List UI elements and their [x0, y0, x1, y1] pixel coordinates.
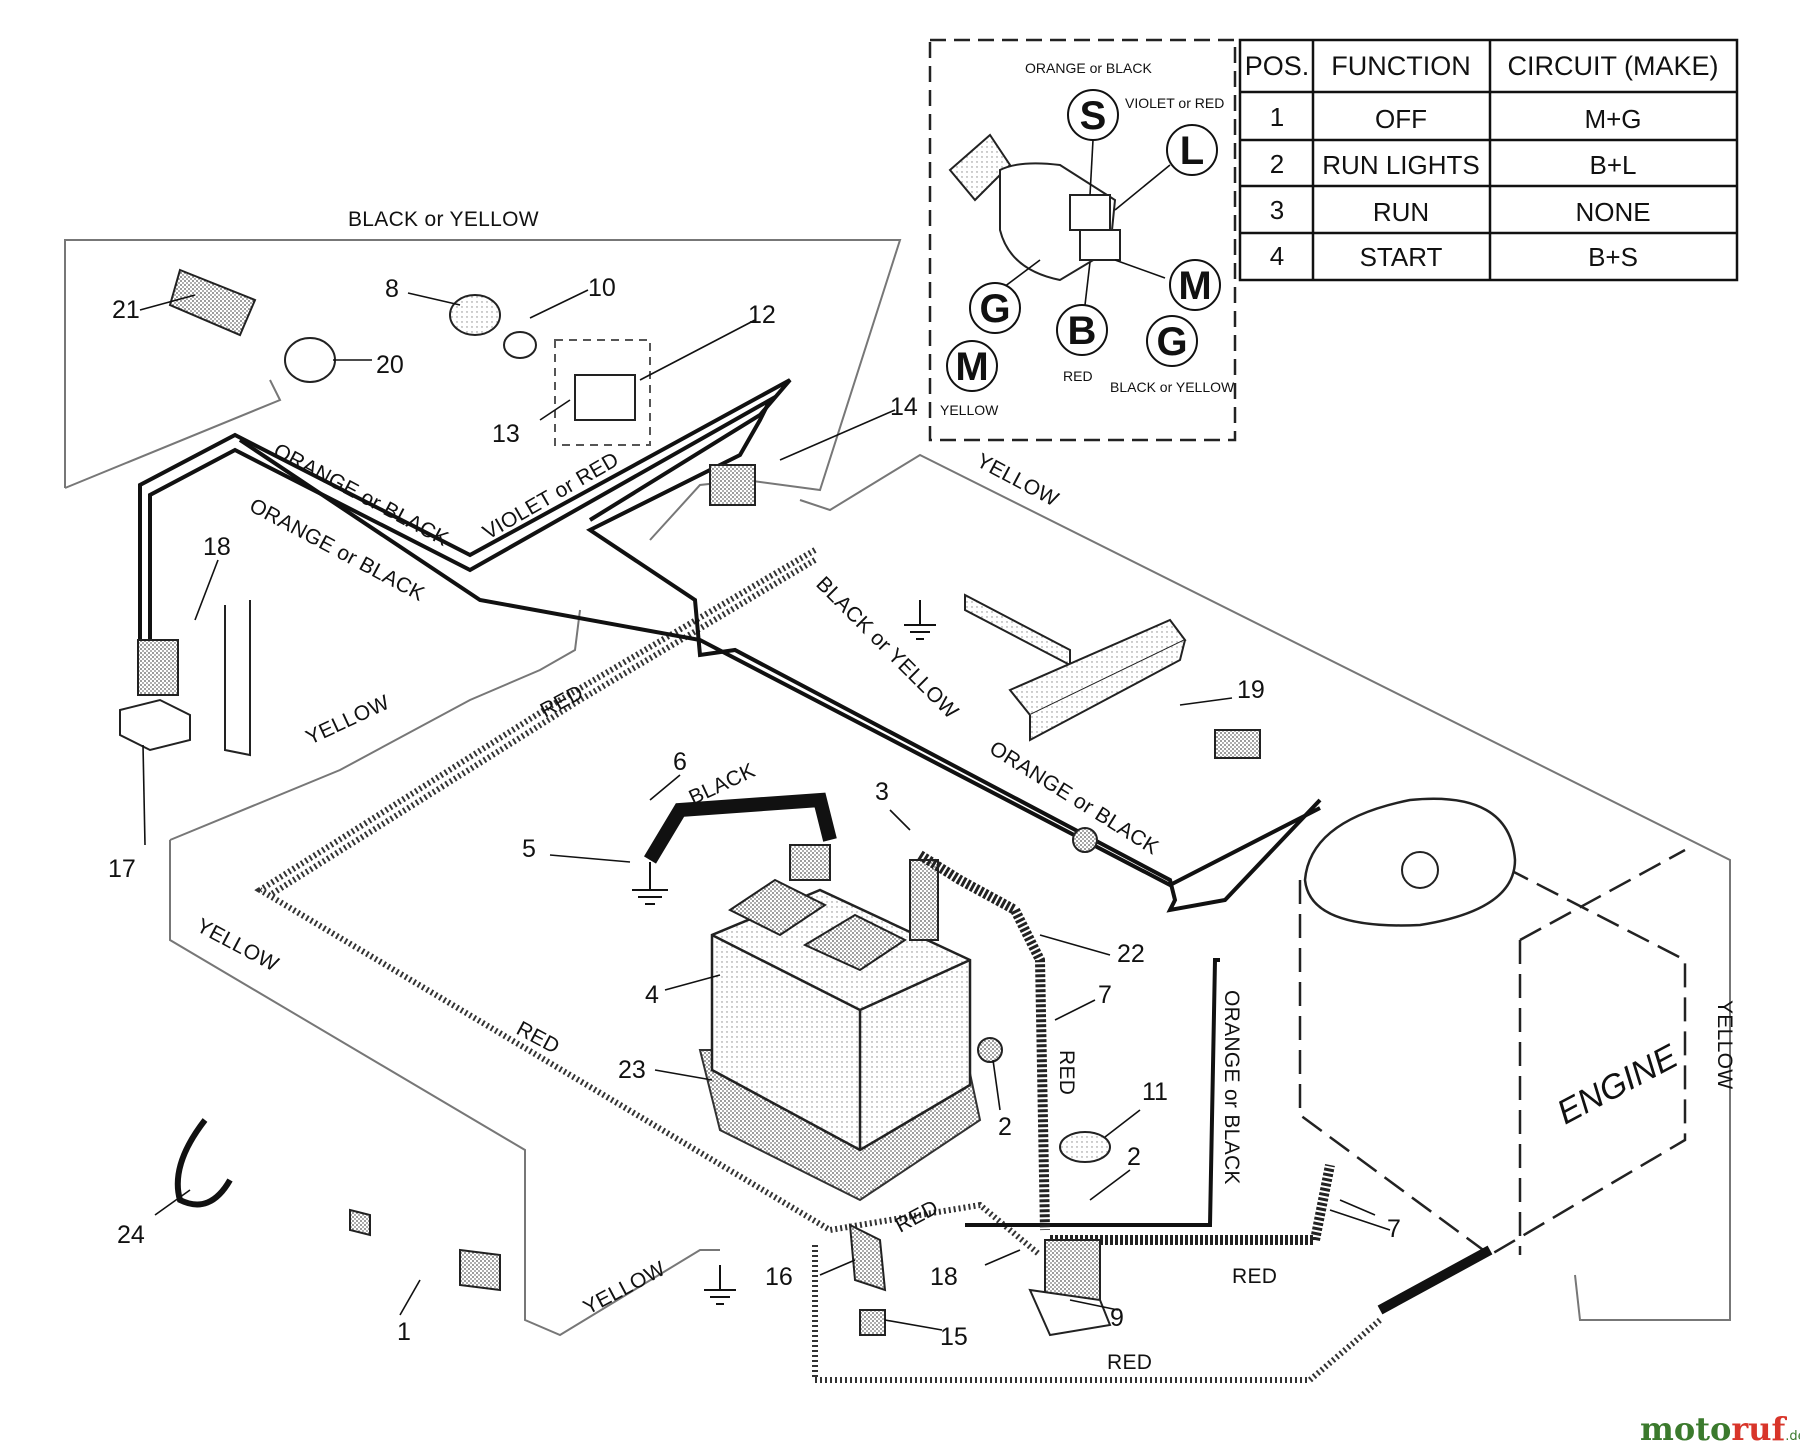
circuit-table: POS. FUNCTION CIRCUIT (MAKE) 1 OFF M+G 2… — [1238, 38, 1739, 282]
left-frame — [64, 379, 282, 489]
watermark-logo: motoruf.de — [1640, 1410, 1800, 1448]
table-row: 3 RUN NONE — [1270, 195, 1651, 227]
table-cell-circuit: B+L — [1590, 150, 1637, 180]
terminal-label-g: BLACK or YELLOW — [1110, 379, 1235, 395]
table-cell-function: RUN LIGHTS — [1322, 150, 1479, 180]
table-cell-pos: 4 — [1270, 241, 1284, 271]
terminal-label-b: RED — [1063, 368, 1093, 384]
table-cell-pos: 1 — [1270, 102, 1284, 132]
watermark-part1: moto — [1640, 1410, 1731, 1448]
terminal-g-left: G — [979, 287, 1010, 331]
part-number-6: 6 — [673, 748, 687, 776]
label-yellow-left: YELLOW — [302, 691, 393, 750]
table-header-pos: POS. — [1245, 51, 1310, 81]
part-number-23: 23 — [618, 1056, 646, 1084]
battery — [698, 844, 982, 1202]
table-cell-circuit: NONE — [1575, 197, 1650, 227]
part-number-14: 14 — [890, 393, 918, 421]
table-row: 2 RUN LIGHTS B+L — [1270, 149, 1637, 180]
orange-black-harness — [138, 378, 1322, 1227]
table-cell-pos: 2 — [1270, 149, 1284, 179]
label-yellow-lower-left: YELLOW — [193, 914, 283, 976]
label-yellow-bottom: YELLOW — [580, 1257, 670, 1319]
terminal-label-s: ORANGE or BLACK — [1025, 60, 1152, 76]
part-number-7: 7 — [1387, 1215, 1401, 1243]
terminal-m-right: M — [1178, 264, 1211, 308]
label-red-vertical: RED — [1055, 1050, 1078, 1095]
part-number-21: 21 — [112, 296, 140, 324]
cable-tie — [174, 1118, 233, 1208]
label-red-bottom-1: RED — [892, 1196, 943, 1238]
table-cell-function: RUN — [1373, 197, 1429, 227]
part-number-10: 10 — [588, 274, 616, 302]
label-yellow-right-vertical: YELLOW — [1713, 1000, 1736, 1089]
terminal-label-l: VIOLET or RED — [1125, 95, 1224, 111]
table-cell-circuit: B+S — [1588, 242, 1638, 272]
svg-text:motoruf.de: motoruf.de — [1640, 1410, 1800, 1448]
part-number-18: 18 — [930, 1263, 958, 1291]
table-cell-pos: 3 — [1270, 195, 1284, 225]
table-header-circuit: CIRCUIT (MAKE) — [1507, 51, 1718, 81]
part-number-22: 22 — [1117, 940, 1145, 968]
part-number-3: 3 — [875, 778, 889, 806]
terminal-g-right: G — [1156, 320, 1187, 364]
part-number-9: 9 — [1110, 1304, 1124, 1332]
label-black-or-yellow-top: BLACK or YELLOW — [348, 208, 539, 231]
terminal-m-left: M — [955, 345, 988, 389]
part-number-2: 2 — [998, 1113, 1012, 1141]
part-number-20: 20 — [376, 351, 404, 379]
part-number-17: 17 — [108, 855, 136, 883]
label-red-bottom-2: RED — [1232, 1265, 1277, 1288]
bracket — [964, 593, 1261, 759]
part-number-5: 5 — [522, 835, 536, 863]
outline-harness — [64, 239, 1731, 1337]
part-number-8: 8 — [385, 275, 399, 303]
terminal-l: L — [1180, 129, 1204, 173]
table-cell-function: OFF — [1375, 104, 1427, 134]
table-row: 1 OFF M+G — [1270, 102, 1642, 134]
part-number-7: 7 — [1098, 981, 1112, 1009]
battery-black-cable — [643, 792, 837, 864]
engine-cable — [1377, 1245, 1493, 1315]
terminal-b: B — [1068, 309, 1097, 353]
table-header-function: FUNCTION — [1331, 51, 1470, 81]
label-orange-or-black-vertical: ORANGE or BLACK — [1220, 990, 1243, 1185]
solenoid — [349, 827, 1112, 1337]
watermark-part2: ruf — [1731, 1410, 1787, 1448]
ground-symbols — [632, 600, 936, 1305]
part-number-2: 2 — [1127, 1143, 1141, 1171]
part-number-15: 15 — [940, 1323, 968, 1351]
table-row: 4 START B+S — [1270, 241, 1638, 272]
terminal-s: S — [1080, 94, 1107, 138]
watermark-suffix: .de — [1785, 1429, 1800, 1444]
part-number-1: 1 — [397, 1318, 411, 1346]
label-yellow-top-right: YELLOW — [973, 449, 1063, 511]
starter-cable — [1050, 1164, 1335, 1245]
switch-inset: S L M G B G M ORANGE or BLACK VIOLET or … — [928, 38, 1237, 442]
table-cell-function: START — [1360, 242, 1443, 272]
label-red-bottom-3: RED — [1107, 1351, 1152, 1374]
table-cell-circuit: M+G — [1584, 104, 1641, 134]
leader-lines — [139, 289, 1391, 1331]
part-number-18: 18 — [203, 533, 231, 561]
label-red-upper: RED — [537, 681, 588, 723]
part-number-16: 16 — [765, 1263, 793, 1291]
part-numbers: 1 2 2 3 4 5 6 7 7 8 9 10 11 12 13 14 15 … — [108, 274, 1401, 1351]
part-number-12: 12 — [748, 301, 776, 329]
part-number-19: 19 — [1237, 676, 1265, 704]
part-number-24: 24 — [117, 1221, 145, 1249]
key-switch-parts — [168, 268, 756, 506]
battery-red-cable — [917, 850, 1050, 1231]
seat-switch — [119, 600, 251, 757]
engine — [1298, 797, 1687, 1257]
part-number-13: 13 — [492, 420, 520, 448]
part-number-11: 11 — [1142, 1078, 1168, 1106]
label-red-lower-left: RED — [513, 1017, 564, 1059]
part-number-4: 4 — [645, 981, 659, 1009]
red-harness — [254, 547, 1382, 1383]
terminal-label-m: YELLOW — [940, 402, 999, 418]
